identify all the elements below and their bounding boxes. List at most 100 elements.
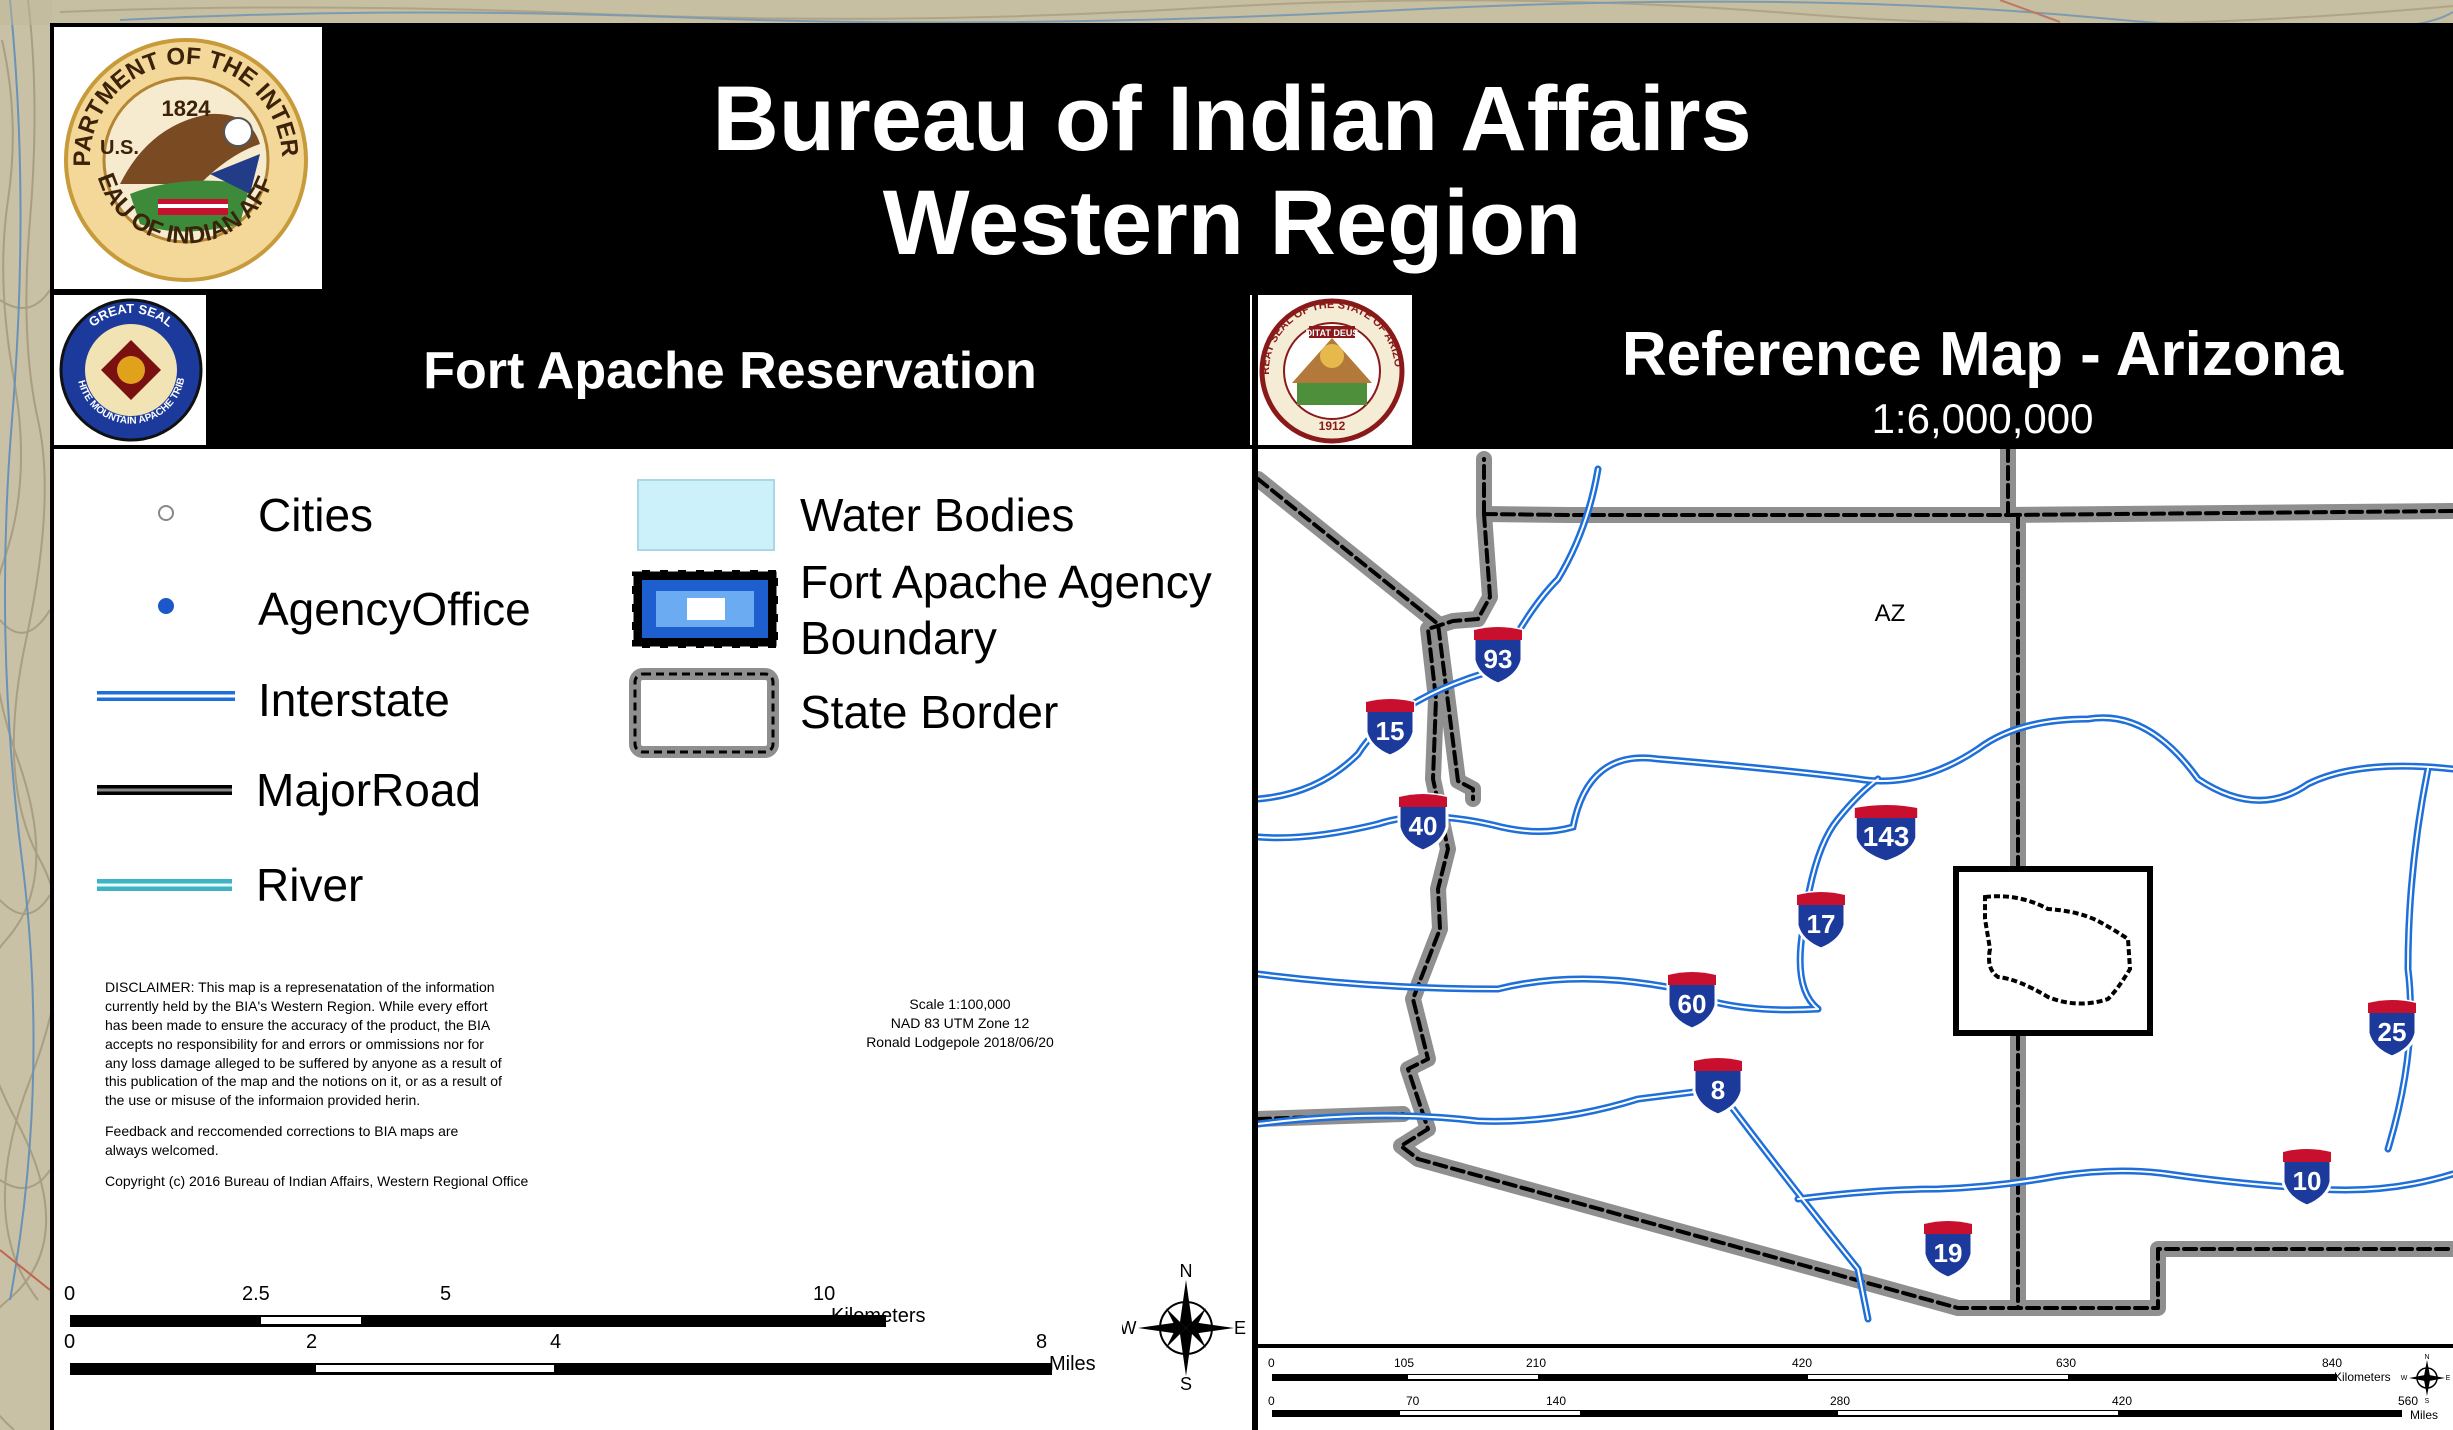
title-line-1: Bureau of Indian Affairs <box>712 68 1752 170</box>
copyright-text: Copyright (c) 2016 Bureau of Indian Affa… <box>105 1173 529 1190</box>
compass-n: N <box>1180 1262 1193 1281</box>
ref-km-tick-2: 210 <box>1526 1356 1547 1370</box>
shield-8-icon: 8 <box>1692 1056 1744 1117</box>
feedback-line: always welcomed. <box>105 1142 219 1159</box>
az-seal-motto: DITAT DEUS <box>1306 328 1359 338</box>
agency-boundary-symbol-icon <box>630 568 780 650</box>
km-unit-label: Kilometers <box>831 1305 926 1327</box>
shield-17-icon: 17 <box>1795 890 1847 951</box>
shield-40-icon: 40 <box>1397 792 1449 853</box>
legend-cities-label: Cities <box>258 489 374 541</box>
ref-km-tick-1: 105 <box>1394 1356 1415 1370</box>
disclaimer-line: any loss damage alleged to be suffered b… <box>105 1054 502 1071</box>
reference-scale-bars <box>1272 1374 2402 1417</box>
shield-25-icon: 25 <box>2366 998 2418 1059</box>
legend-interstate-label: Interstate <box>258 674 450 726</box>
arizona-reference-map: AZ <box>1258 449 2453 1344</box>
disclaimer-text: DISCLAIMER: This map is a represenatatio… <box>105 978 665 1191</box>
fort-apache-location-inset <box>1953 866 2153 1036</box>
svg-text:25: 25 <box>2378 1017 2407 1047</box>
reference-map-title: Reference Map - Arizona <box>1621 320 2344 389</box>
mile-tick-3: 8 <box>1036 1331 1048 1353</box>
shield-143-icon: 143 <box>1852 803 1920 864</box>
shield-93-icon: 93 <box>1472 625 1524 686</box>
title-block: Bureau of Indian Affairs Western Region <box>322 25 2453 289</box>
svg-text:93: 93 <box>1484 644 1513 674</box>
shield-60-icon: 60 <box>1666 970 1718 1031</box>
bia-seal-left-text: U.S. <box>100 137 139 159</box>
legend-agency-boundary-label-2: Boundary <box>800 612 997 664</box>
ref-km-tick-3: 420 <box>1792 1356 1813 1370</box>
mile-tick-1: 2 <box>306 1331 318 1353</box>
bia-seal-year: 1824 <box>162 96 212 121</box>
legend-agency-boundary-label-1: Fort Apache Agency <box>800 556 1212 608</box>
disclaimer-line: DISCLAIMER: This map is a represenatatio… <box>105 979 495 995</box>
scale-info-line: NAD 83 UTM Zone 12 <box>890 1014 1030 1031</box>
km-tick-1: 2.5 <box>242 1283 270 1305</box>
mile-unit-label: Miles <box>1049 1353 1096 1375</box>
fort-apache-header: Fort Apache Reservation <box>205 295 1250 445</box>
km-tick-0: 0 <box>64 1283 76 1305</box>
arizona-state-seal: GREAT SEAL OF THE STATE OF ARIZONA DITAT… <box>1257 298 1405 444</box>
svg-text:40: 40 <box>1409 811 1438 841</box>
city-symbol-icon <box>158 505 174 521</box>
title-line-2: Western Region <box>882 172 1582 274</box>
section-divider-vertical <box>1252 290 1258 1430</box>
ref-mile-tick-3: 280 <box>1830 1394 1851 1408</box>
svg-text:15: 15 <box>1376 716 1405 746</box>
km-tick-2: 5 <box>440 1283 452 1305</box>
az-seal-year: 1912 <box>1319 419 1346 433</box>
scale-info-block: Scale 1:100,000 NAD 83 UTM Zone 12 Ronal… <box>840 995 1080 1052</box>
ref-mile-tick-4: 420 <box>2112 1394 2133 1408</box>
interstate-shields: 93 15 40 143 17 60 8 19 10 25 <box>1364 625 2418 1280</box>
reference-map-scale: 1:6,000,000 <box>1871 395 2094 442</box>
shield-15-icon: 15 <box>1364 697 1416 758</box>
reference-map-header: Reference Map - Arizona 1:6,000,000 <box>1412 295 2453 445</box>
ref-compass-n: N <box>2424 1354 2429 1361</box>
legend-agency-office-label: AgencyOffice <box>258 583 531 635</box>
km-tick-3: 10 <box>813 1283 836 1305</box>
svg-text:143: 143 <box>1863 821 1910 852</box>
legend-major-road-label: MajorRoad <box>256 764 481 816</box>
disclaimer-line: has been made to ensure the accuracy of … <box>105 1016 491 1033</box>
ref-km-tick-5: 840 <box>2322 1356 2343 1370</box>
svg-text:10: 10 <box>2293 1166 2322 1196</box>
scale-info-line: Scale 1:100,000 <box>909 996 1011 1012</box>
mile-tick-0: 0 <box>64 1331 76 1353</box>
shield-10-icon: 10 <box>2281 1147 2333 1208</box>
header-divider <box>50 289 2453 295</box>
ref-compass-e: E <box>2446 1375 2450 1382</box>
svg-text:8: 8 <box>1711 1075 1725 1105</box>
ref-mile-tick-2: 140 <box>1546 1394 1567 1408</box>
compass-e: E <box>1234 1318 1246 1338</box>
disclaimer-line: the use or misuse of the informaion prov… <box>105 1092 421 1109</box>
bia-seal-logo: DEPARTMENT OF THE INTERIOR BUREAU OF IND… <box>60 34 312 286</box>
ref-mile-tick-0: 0 <box>1268 1394 1275 1408</box>
state-border-symbol-icon <box>629 668 779 758</box>
scale-info-line: Ronald Lodgepole 2018/06/20 <box>866 1033 1054 1050</box>
svg-text:60: 60 <box>1678 989 1707 1019</box>
ref-mile-tick-5: 560 <box>2398 1394 2419 1408</box>
svg-text:19: 19 <box>1934 1238 1963 1268</box>
white-mountain-apache-seal: GREAT SEAL WHITE MOUNTAIN APACHE TRIBE <box>56 295 206 445</box>
disclaimer-line: currently held by the BIA's Western Regi… <box>105 997 488 1014</box>
reference-compass-rose-icon: N S W E <box>2401 1354 2450 1404</box>
mile-tick-2: 4 <box>550 1331 562 1353</box>
main-compass-rose-icon: N S W E <box>1122 1262 1246 1392</box>
main-scale-bars <box>70 1315 1052 1375</box>
agency-office-symbol-icon <box>158 598 174 614</box>
ref-compass-w: W <box>2401 1375 2408 1382</box>
fort-apache-title: Fort Apache Reservation <box>423 342 1037 400</box>
water-bodies-symbol-icon <box>637 479 775 551</box>
shield-19-icon: 19 <box>1922 1219 1974 1280</box>
state-label-az: AZ <box>1875 600 1906 627</box>
legend-symbols <box>97 479 780 891</box>
ref-km-tick-4: 630 <box>2056 1356 2077 1370</box>
ref-mile-tick-1: 70 <box>1406 1394 1420 1408</box>
disclaimer-line: accepts no responsibility for and errors… <box>105 1035 484 1052</box>
feedback-line: Feedback and reccomended corrections to … <box>105 1123 459 1140</box>
legend-divider <box>50 445 2453 449</box>
compass-s: S <box>1180 1374 1192 1392</box>
compass-w: W <box>1122 1318 1137 1338</box>
svg-text:17: 17 <box>1807 909 1836 939</box>
